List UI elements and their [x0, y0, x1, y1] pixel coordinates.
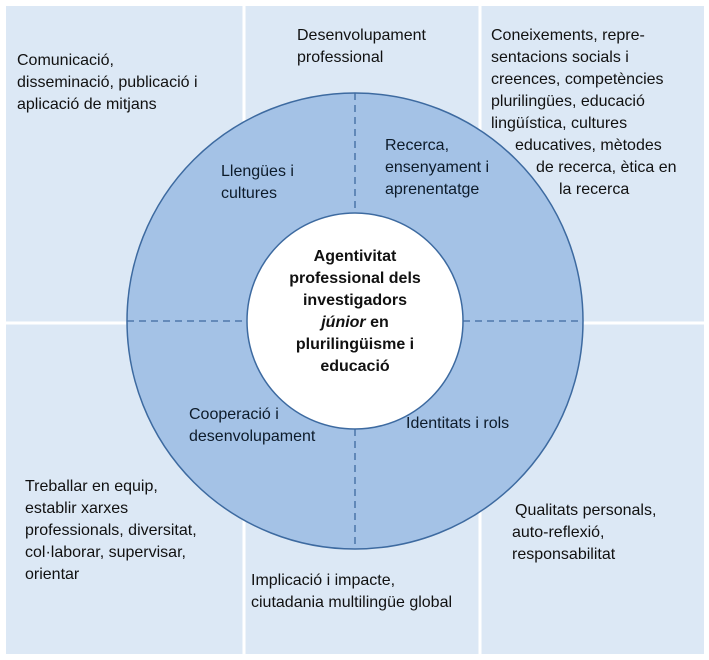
- outer-text-line: aplicació de mitjans: [17, 96, 157, 113]
- outer-text-line: Desenvolupament: [297, 27, 426, 44]
- center-line-2: professional dels: [289, 270, 421, 287]
- outer-text-line: establir xarxes: [25, 500, 129, 517]
- ring-segment-research-teaching: Recerca, ensenyament i aprenentatge: [385, 135, 489, 201]
- outer-text-line: lingüística, cultures: [491, 115, 628, 132]
- ring-text-line: Llengües i: [221, 163, 294, 180]
- outer-text-line: auto-reflexió,: [512, 524, 605, 541]
- outer-label-teamwork: Treballar en equip, establir xarxes prof…: [25, 476, 197, 586]
- outer-text-line: Comunicació,: [17, 52, 114, 69]
- outer-text-line: de recerca, ètica en: [536, 159, 677, 176]
- outer-text-line: sentacions socials i: [491, 49, 629, 66]
- center-circle: [246, 212, 464, 430]
- center-line-6: educació: [320, 358, 390, 375]
- center-title: Agentivitat professional dels investigad…: [255, 246, 455, 378]
- center-line-4-rest: en: [365, 314, 389, 331]
- outer-text-line: professional: [297, 49, 384, 66]
- ring-segment-identities-roles: Identitats i rols: [406, 413, 509, 435]
- outer-text-line: creences, competències: [491, 71, 664, 88]
- ring-text-line: Identitats i rols: [406, 415, 510, 432]
- outer-text-line: plurilingües, educació: [491, 93, 645, 110]
- center-italic-word: júnior: [321, 314, 366, 331]
- outer-text-line: Implicació i impacte,: [251, 572, 396, 589]
- ring-text-line: desenvolupament: [189, 428, 316, 445]
- outer-label-communication: Comunicació, disseminació, publicació i …: [17, 50, 198, 116]
- outer-text-line: la recerca: [559, 181, 630, 198]
- outer-label-knowledge: Coneixements, repre- sentacions socials …: [491, 25, 677, 201]
- outer-text-line: disseminació, publicació i: [17, 74, 198, 91]
- center-line-4: júnior en: [255, 312, 455, 334]
- center-line-3: investigadors: [302, 292, 408, 309]
- center-line-1: Agentivitat: [313, 248, 397, 265]
- outer-text-line: Qualitats personals,: [515, 502, 657, 519]
- outer-text-line: Coneixements, repre-: [491, 27, 645, 44]
- outer-text-line: responsabilitat: [512, 546, 616, 563]
- center-line-5: plurilingüisme i: [295, 336, 415, 353]
- outer-label-impact: Implicació i impacte, ciutadania multili…: [251, 570, 452, 614]
- outer-text-line: professionals, diversitat,: [25, 522, 197, 539]
- outer-label-personal-qualities: Qualitats personals, auto-reflexió, resp…: [512, 500, 657, 566]
- outer-text-line: educatives, mètodes: [515, 137, 662, 154]
- ring-segment-cooperation-development: Cooperació i desenvolupament: [189, 404, 315, 448]
- ring-segment-languages-cultures: Llengües i cultures: [221, 161, 294, 205]
- outer-text-line: orientar: [25, 566, 80, 583]
- outer-text-line: Treballar en equip,: [25, 478, 158, 495]
- outer-label-professional-development: Desenvolupament professional: [297, 25, 426, 69]
- ring-text-line: Recerca,: [385, 137, 450, 154]
- outer-text-line: col·laborar, supervisar,: [25, 544, 186, 561]
- ring-text-line: Cooperació i: [189, 406, 279, 423]
- outer-text-line: ciutadania multilingüe global: [251, 594, 453, 611]
- ring-text-line: cultures: [221, 185, 278, 202]
- ring-text-line: aprenentatge: [385, 181, 480, 198]
- ring-text-line: ensenyament i: [385, 159, 490, 176]
- diagram-border: [4, 4, 706, 656]
